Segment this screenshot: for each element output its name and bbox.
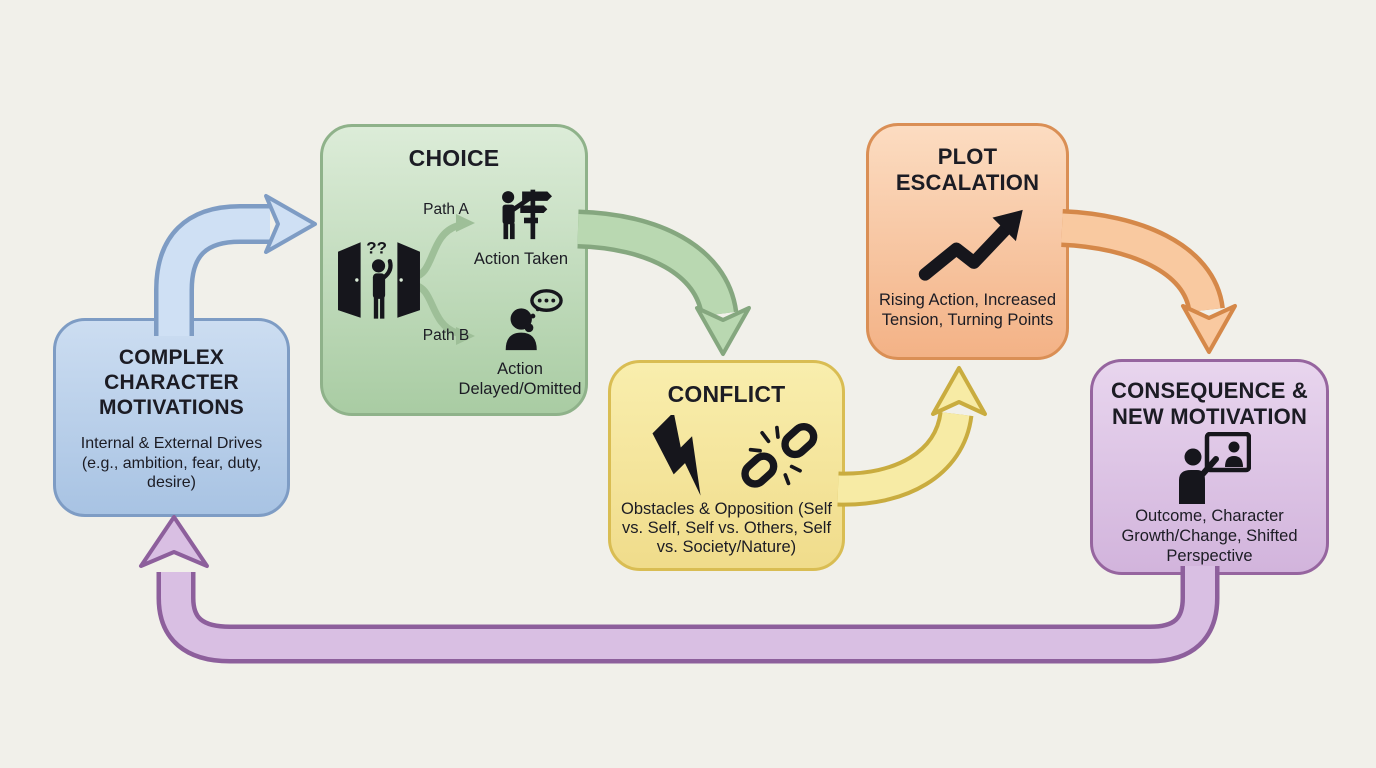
consequence-title: CONSEQUENCE & NEW MOTIVATION <box>1111 378 1308 429</box>
node-choice: CHOICE ?? Path A <box>320 124 588 416</box>
thinking-person-thought-bubble-icon <box>505 289 563 351</box>
consequence-subtitle: Outcome, Character Growth/Change, Shifte… <box>1121 507 1298 565</box>
rising-zigzag-arrow-icon <box>918 209 1023 281</box>
question-marks: ?? <box>366 239 387 258</box>
person-at-signpost-icon <box>502 189 552 240</box>
motivations-subtitle: Internal & External Drives (e.g., ambiti… <box>80 435 263 491</box>
path-a-label: Path A <box>423 201 469 218</box>
arrow-choice-to-conflict <box>577 209 751 356</box>
path-a-result: Action Taken <box>473 250 569 268</box>
conflict-subtitle: Obstacles & Opposition (Self vs. Self, S… <box>621 500 832 556</box>
person-between-two-doors-icon: ?? <box>338 239 420 319</box>
arrow-escalation-to-consequence <box>1060 209 1237 354</box>
lightning-bolt-arrow-icon <box>652 415 701 496</box>
node-plot-escalation: PLOT ESCALATION Rising Action, Increased… <box>866 123 1069 360</box>
arrow-conflict-to-escalation <box>837 366 987 507</box>
escalation-subtitle: Rising Action, Increased Tension, Turnin… <box>878 291 1056 329</box>
choice-title: CHOICE <box>408 145 500 171</box>
path-b-label: Path B <box>422 327 470 344</box>
node-complex-character-motivations: COMPLEX CHARACTER MOTIVATIONS Internal &… <box>53 318 290 517</box>
path-b-result: Action Delayed/Omitted <box>458 360 582 398</box>
node-conflict: CONFLICT Obstacles & Opposition (Self vs… <box>608 360 845 571</box>
person-facing-mirror-icon <box>1179 432 1251 504</box>
motivations-title: COMPLEX CHARACTER MOTIVATIONS <box>99 346 244 419</box>
conflict-title: CONFLICT <box>667 381 786 407</box>
escalation-title: PLOT ESCALATION <box>895 144 1040 195</box>
arrow-motivations-to-choice <box>154 194 317 336</box>
broken-chain-icon <box>741 423 818 488</box>
node-consequence-new-motivation: CONSEQUENCE & NEW MOTIVATION Outcome, Ch… <box>1090 359 1329 575</box>
